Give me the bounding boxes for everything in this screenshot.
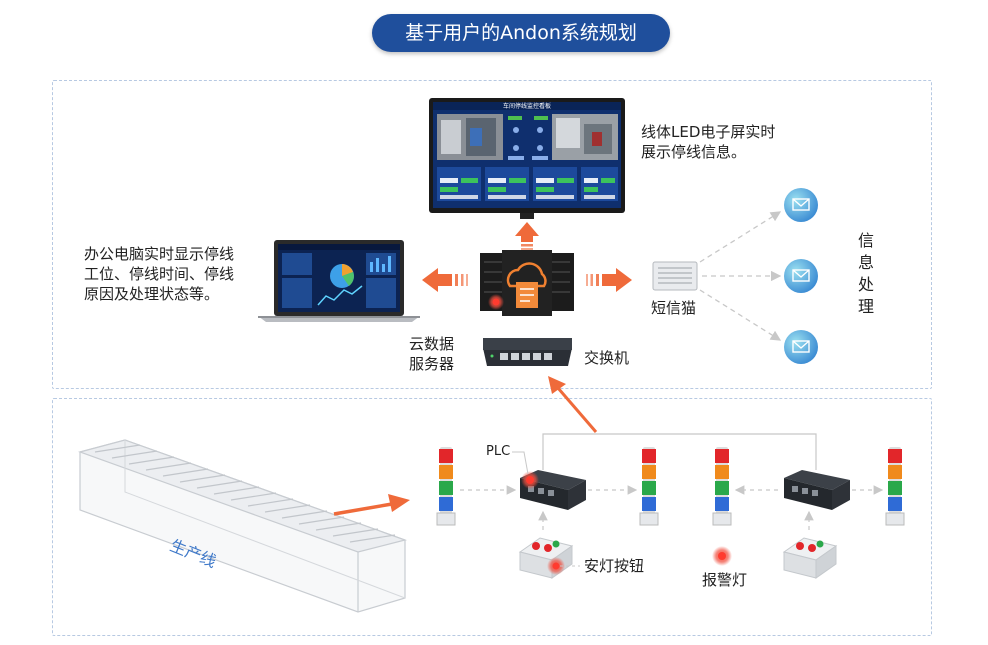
office-pc-desc-line1: 办公电脑实时显示停线 xyxy=(84,245,235,263)
led-screen-desc-line2: 展示停线信息。 xyxy=(641,143,747,161)
device-connections xyxy=(460,485,884,530)
network-switch-icon xyxy=(483,338,572,366)
plc-device xyxy=(520,470,586,510)
plc-device xyxy=(784,470,850,510)
arrow-line-to-devices xyxy=(333,494,410,516)
plc-leader-line xyxy=(512,451,529,475)
info-handling-char: 处 xyxy=(857,275,874,294)
cloud-server-label: 云数据 服务器 xyxy=(409,334,454,374)
sms-message-arrows xyxy=(699,211,782,341)
led-screen-heading: 车间停线监控看板 xyxy=(503,102,551,110)
andon-button-label: 安灯按钮 xyxy=(584,557,645,575)
cloud-server-label-line2: 服务器 xyxy=(409,355,455,373)
message-icon xyxy=(784,330,818,364)
signal-light-tower xyxy=(712,447,732,526)
info-handling-char: 息 xyxy=(857,253,874,272)
office-pc-desc-line3: 原因及处理状态等。 xyxy=(84,285,220,303)
sms-modem-label: 短信猫 xyxy=(651,299,697,317)
signal-light-tower xyxy=(639,447,659,526)
production-line-conveyor xyxy=(77,439,408,613)
signal-light-tower xyxy=(436,447,456,526)
plc-network-cable xyxy=(542,433,817,470)
signal-light-tower xyxy=(885,447,905,526)
info-handling-char: 信 xyxy=(857,231,874,250)
arrow-server-to-sms xyxy=(586,268,632,292)
system-panel-upper xyxy=(52,80,932,389)
led-screen-desc-line1: 线体LED电子屏实时 xyxy=(641,123,776,141)
arrow-server-to-screen xyxy=(515,222,539,250)
led-screen-description: 线体LED电子屏实时 展示停线信息。 xyxy=(641,122,775,162)
arrow-plc-to-switch xyxy=(548,376,598,433)
alarm-light-label: 报警灯 xyxy=(702,571,748,589)
message-icon xyxy=(784,259,818,293)
cloud-server-label-line1: 云数据 xyxy=(409,335,455,353)
sms-modem-icon xyxy=(652,261,698,291)
system-panel-lower xyxy=(52,398,932,636)
message-icon xyxy=(784,188,818,222)
info-handling-char: 理 xyxy=(857,297,874,316)
office-pc-desc-line2: 工位、停线时间、停线 xyxy=(84,265,235,283)
andon-button-box xyxy=(518,537,574,579)
andon-button-box xyxy=(782,537,838,579)
switch-label: 交换机 xyxy=(584,349,630,367)
plc-label: PLC xyxy=(486,444,511,459)
led-screen xyxy=(429,98,625,219)
info-handling-label: 信 息 处 理 xyxy=(857,230,875,318)
page-title: 基于用户的Andon系统规划 xyxy=(372,14,670,52)
cloud-server-icon xyxy=(480,250,574,316)
arrow-server-to-laptop xyxy=(422,268,468,292)
office-laptop xyxy=(258,240,420,322)
office-pc-description: 办公电脑实时显示停线 工位、停线时间、停线 原因及处理状态等。 xyxy=(84,244,234,304)
